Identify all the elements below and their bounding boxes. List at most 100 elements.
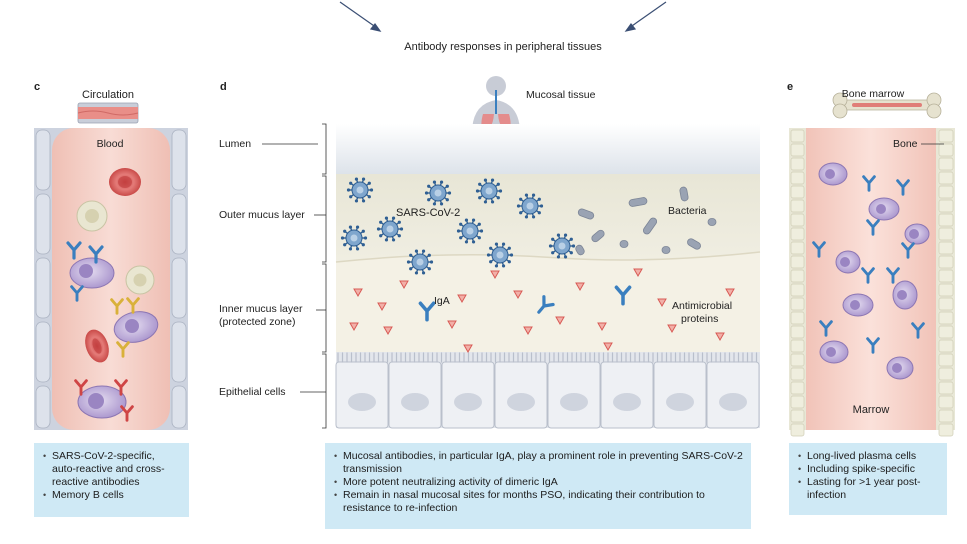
sars-cov-2-viruses [340, 177, 576, 275]
bone-cell [938, 409, 954, 423]
bone-cell [790, 185, 805, 199]
bacterium-icon [577, 208, 595, 220]
blood-label: Blood [97, 138, 124, 150]
antimicrobial-protein-icon [513, 290, 523, 300]
bone-cell [790, 325, 805, 339]
bone-cell [790, 269, 805, 283]
epithelium [335, 352, 760, 429]
bacterium-icon [591, 229, 605, 243]
plasma-cell [835, 250, 861, 274]
summary-item: SARS-CoV-2-specific, auto-reactive and c… [43, 450, 181, 489]
virus-icon [376, 216, 404, 242]
plasma-cell [868, 197, 900, 221]
marrow-label: Marrow [853, 404, 890, 416]
antimicrobial-proteins [349, 268, 735, 354]
bone-cell [938, 423, 954, 437]
antimicrobial-protein-icon [353, 288, 363, 298]
bone-cell [790, 283, 805, 297]
iga-label: IgA [434, 295, 450, 307]
plasma-cell [818, 162, 848, 186]
sars-cov-2-label: SARS-CoV-2 [396, 207, 460, 219]
bone-cell [790, 199, 805, 213]
bone-cell [790, 339, 805, 353]
antimicrobial-protein-icon [490, 270, 500, 280]
bone-icon [832, 92, 942, 119]
plasma-cell [904, 223, 930, 245]
bone-cell [938, 143, 954, 157]
virus-icon [406, 249, 434, 275]
summary-item: More potent neutralizing activity of dim… [334, 476, 743, 489]
bone-cell [938, 353, 954, 367]
antimicrobial-label: Antimicrobial [672, 300, 732, 312]
bone-cell [790, 353, 805, 367]
antimicrobial-protein-icon [667, 324, 677, 334]
bone-marrow-title: Bone marrow [842, 88, 905, 100]
bone-cell [938, 241, 954, 255]
vessel-icon [77, 102, 139, 124]
inner-mucus-region [336, 252, 760, 352]
vessel-wall-cells [35, 129, 187, 429]
panel-c-letter: c [34, 81, 40, 93]
bone-cell [938, 381, 954, 395]
virus-icon [346, 177, 374, 203]
bone-cell [790, 157, 805, 171]
antimicrobial-protein-icon [555, 316, 565, 326]
circulation-title: Circulation [82, 89, 134, 101]
bacterium-icon [619, 240, 629, 248]
bone-cell [938, 283, 954, 297]
bacterium-icon [679, 186, 689, 202]
inner-mucus-label: Inner mucus layer [219, 303, 303, 315]
lumen-region [336, 124, 760, 174]
inner-mucus-sublabel: (protected zone) [219, 316, 295, 328]
bone-cell [938, 185, 954, 199]
red-blood-cell [85, 329, 109, 363]
plasma-cell [886, 356, 914, 380]
panel-e: e Bone marrow Bone Marrow [787, 81, 955, 437]
virus-icon [424, 180, 452, 206]
figure-title: Antibody responses in peripheral tissues [404, 41, 602, 53]
bone-cell [938, 395, 954, 409]
antimicrobial-protein-icon [377, 302, 387, 312]
virus-icon [340, 225, 368, 251]
bacterium-icon [707, 218, 717, 226]
bacteria-label: Bacteria [668, 205, 707, 217]
bacterium-icon [687, 238, 701, 250]
summary-bone-marrow: Long-lived plasma cells Including spike-… [789, 443, 947, 515]
layer-labels: Lumen Outer mucus layer Inner mucus laye… [219, 123, 327, 429]
antimicrobial-protein-icon [575, 282, 585, 292]
summary-item: Memory B cells [43, 489, 181, 502]
panel-c: c Circulation Blood [34, 81, 188, 430]
bone-cell [790, 423, 805, 437]
bone-cells [790, 129, 954, 437]
bone-cell [790, 227, 805, 241]
bone-cell [938, 129, 954, 143]
bone-cell [938, 367, 954, 381]
outer-mucus-label: Outer mucus layer [219, 209, 305, 221]
bacterium-icon [575, 244, 585, 256]
virus-icon [516, 193, 544, 219]
antimicrobial-protein-icon [399, 280, 409, 290]
summary-item: Long-lived plasma cells [798, 450, 939, 463]
bone-cell [790, 213, 805, 227]
panel-d: d Mucosal tissue [219, 76, 761, 429]
bone-cell [790, 171, 805, 185]
bacterium-icon [661, 246, 671, 254]
antimicrobial-label-2: proteins [681, 313, 718, 325]
antimicrobial-protein-icon [383, 326, 393, 336]
antimicrobial-protein-icon [349, 322, 359, 332]
top-arrows [339, 1, 667, 32]
mucosal-tissue-title: Mucosal tissue [526, 89, 596, 101]
bone-cell [790, 255, 805, 269]
virus-icon [475, 178, 503, 204]
summary-item: Mucosal antibodies, in particular IgA, p… [334, 450, 743, 476]
bone-cell [938, 339, 954, 353]
bone-cell [938, 199, 954, 213]
long-lived-plasma-cells [818, 162, 930, 380]
lumen-label: Lumen [219, 138, 251, 150]
summary-mucosal: Mucosal antibodies, in particular IgA, p… [325, 443, 751, 529]
bacterium-icon [628, 197, 648, 207]
bone-label: Bone [893, 138, 918, 150]
plasma-cell [842, 293, 874, 317]
summary-item: Remain in nasal mucosal sites for months… [334, 489, 743, 515]
